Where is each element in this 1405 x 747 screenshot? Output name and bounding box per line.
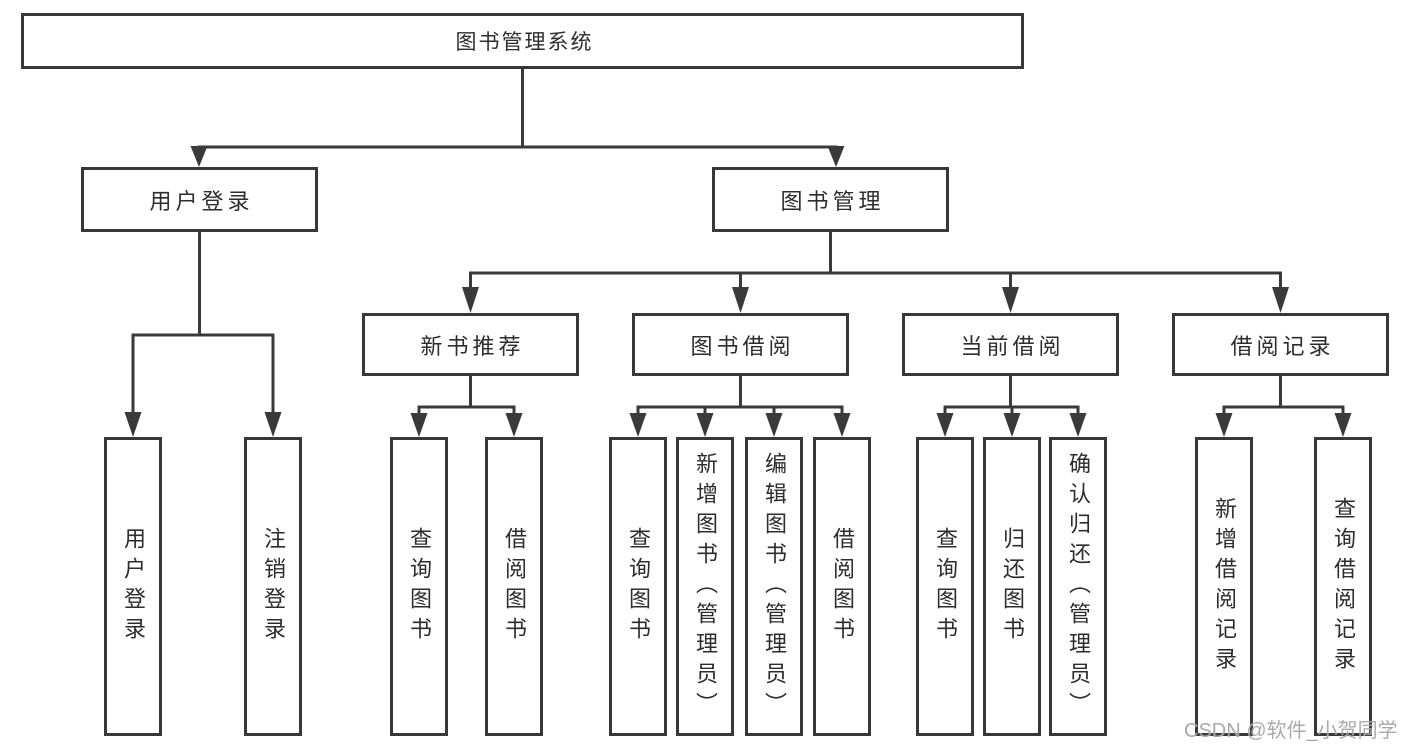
arrow-down-icon <box>827 146 845 167</box>
arrow-down-icon <box>1334 413 1352 437</box>
arrow-down-icon <box>696 413 714 437</box>
arrow-down-icon <box>1272 287 1289 313</box>
node-user-login: 用户登录 <box>81 167 318 232</box>
leaf-borrow-books: 借阅图书 <box>485 437 543 736</box>
arrowheads <box>124 146 1352 437</box>
arrow-down-icon <box>936 413 954 437</box>
arrow-down-icon <box>833 413 851 437</box>
arrow-down-icon <box>264 412 282 437</box>
node-borrowing-records: 借阅记录 <box>1172 313 1389 376</box>
arrow-down-icon <box>505 413 523 437</box>
connector-lines <box>131 69 1345 415</box>
arrow-down-icon <box>190 146 208 167</box>
arrow-down-icon <box>765 413 783 437</box>
leaf-add-books-admin: 新增图书（管理员） <box>676 437 734 736</box>
leaf-user-login: 用户登录 <box>104 437 162 736</box>
arrow-down-icon <box>1003 413 1021 437</box>
node-book-management: 图书管理 <box>712 167 949 232</box>
leaf-confirm-return-admin: 确认归还（管理员） <box>1049 437 1107 736</box>
arrow-down-icon <box>462 287 479 313</box>
arrow-down-icon <box>1069 413 1087 437</box>
csdn-watermark: CSDN @软件_小贺同学 <box>1184 720 1398 742</box>
arrow-down-icon <box>629 413 647 437</box>
leaf-edit-books-admin: 编辑图书（管理员） <box>745 437 803 736</box>
leaf-borrow-books: 借阅图书 <box>813 437 871 736</box>
arrow-down-icon <box>1002 287 1019 313</box>
node-current-borrowing: 当前借阅 <box>902 313 1119 376</box>
arrow-down-icon <box>732 287 749 313</box>
leaf-query-books: 查询图书 <box>916 437 974 736</box>
arrow-down-icon <box>124 412 142 437</box>
arrow-down-icon <box>410 413 428 437</box>
arrow-down-icon <box>1215 413 1233 437</box>
node-new-book-recommend: 新书推荐 <box>362 313 579 376</box>
leaf-logout: 注销登录 <box>244 437 302 736</box>
node-root-system: 图书管理系统 <box>21 13 1024 69</box>
leaf-query-borrow-record: 查询借阅记录 <box>1314 437 1372 736</box>
leaf-add-borrow-record: 新增借阅记录 <box>1195 437 1253 736</box>
node-book-borrowing: 图书借阅 <box>632 313 849 376</box>
leaf-query-books: 查询图书 <box>609 437 667 736</box>
leaf-query-books: 查询图书 <box>390 437 448 736</box>
leaf-return-books: 归还图书 <box>983 437 1041 736</box>
